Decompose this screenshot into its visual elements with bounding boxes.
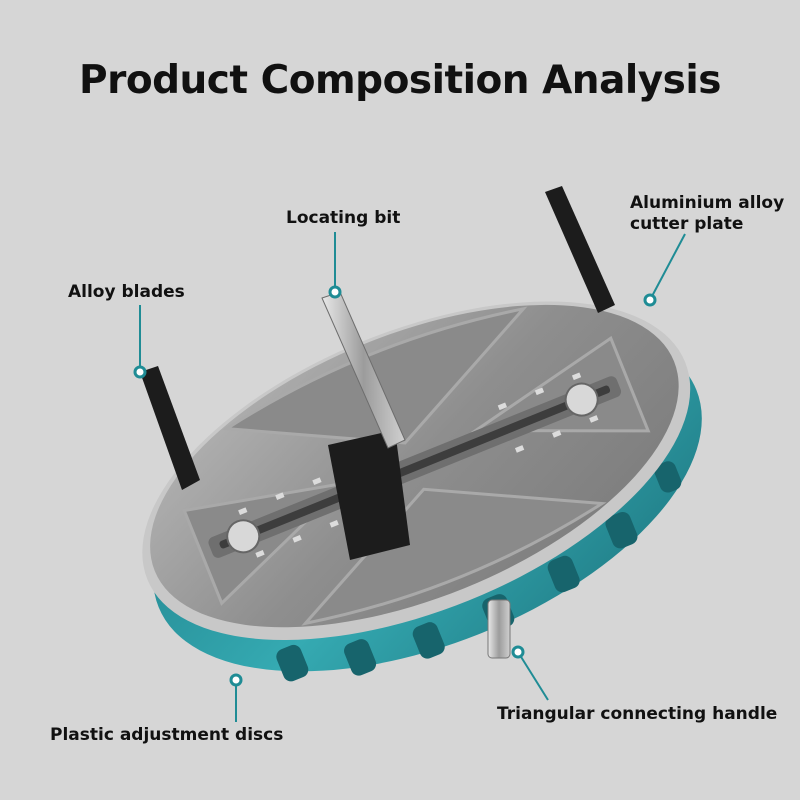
center-rail-slot	[219, 385, 611, 549]
page-title: Product Composition Analysis	[79, 58, 721, 103]
label-plastic-discs: Plastic adjustment discs	[50, 725, 284, 745]
scale-mark	[589, 415, 599, 423]
scale-mark	[255, 549, 265, 558]
label-alloy-blades: Alloy blades	[68, 282, 185, 302]
disc-notch	[344, 639, 377, 676]
leader-aluminium-plate	[649, 233, 686, 301]
scale-mark	[497, 402, 508, 411]
scale-mark	[275, 492, 285, 500]
scale-mark	[552, 430, 562, 438]
leader-triangular-handle	[517, 651, 549, 701]
plate-recess	[470, 335, 651, 433]
disc-notch	[547, 555, 580, 593]
scale-mark	[238, 507, 248, 515]
label-aluminium-plate-line1: Aluminium alloy	[630, 193, 785, 213]
disc-notch	[654, 461, 682, 493]
disc-notch	[412, 622, 445, 659]
disc-notch	[605, 511, 638, 549]
blade-screw	[564, 382, 599, 417]
scale-mark	[329, 520, 339, 528]
alloy-blade-center	[328, 430, 410, 560]
blade-screw	[226, 519, 261, 554]
scale-mark	[514, 445, 525, 453]
label-aluminium-plate-line2: cutter plate	[630, 214, 744, 234]
triangular-handle	[487, 599, 511, 659]
disc-notch	[276, 644, 309, 682]
alloy-blade-left	[140, 366, 200, 490]
leader-dot	[643, 293, 657, 307]
leader-dot	[511, 645, 525, 659]
leader-dot	[328, 285, 342, 299]
scale-mark	[571, 372, 582, 381]
label-locating-bit: Locating bit	[286, 208, 401, 228]
scale-mark	[534, 387, 545, 396]
leader-dot	[133, 365, 147, 379]
alloy-blade-right	[545, 186, 615, 313]
scale-mark	[312, 477, 322, 486]
plate-recess	[301, 487, 607, 626]
leader-dot	[229, 673, 243, 687]
scale-mark	[292, 535, 302, 543]
label-triangular-handle: Triangular connecting handle	[497, 704, 778, 724]
